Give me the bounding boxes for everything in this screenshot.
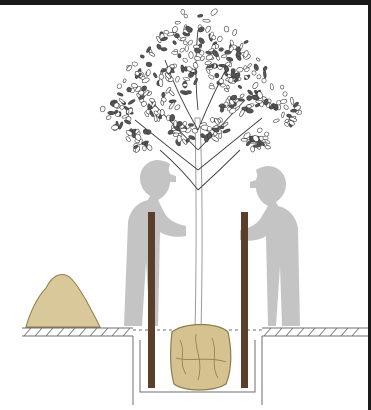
ground-hatch-mark: [275, 328, 282, 336]
frame-top-bar: [0, 0, 371, 5]
ground-hatch-mark: [352, 328, 359, 336]
ground-hatch-mark: [264, 328, 271, 336]
leaf-cluster: [144, 92, 181, 122]
worker-right-icon: [240, 166, 300, 326]
stake-right-icon: [241, 212, 248, 388]
ground-hatching-left: [24, 328, 130, 336]
ground-hatch-mark: [330, 328, 337, 336]
ground-hatch-mark: [297, 328, 304, 336]
ground-hatch-mark: [123, 328, 130, 336]
ground-surface-right: [262, 328, 368, 336]
ground-hatch-mark: [24, 328, 31, 336]
ground-hatch-mark: [286, 328, 293, 336]
ground-hatch-mark: [46, 328, 53, 336]
ground-hatch-mark: [341, 328, 348, 336]
ground-hatching-right: [264, 328, 359, 336]
ground-hatch-mark: [90, 328, 97, 336]
ground-hatch-mark: [68, 328, 75, 336]
leaf-cluster: [100, 100, 134, 131]
root-ball-icon: [171, 325, 231, 391]
ground-hatch-mark: [308, 328, 315, 336]
tree-branch: [198, 150, 240, 190]
ground-hatch-mark: [319, 328, 326, 336]
soil-pile-icon: [26, 275, 100, 328]
ground-hatch-mark: [57, 328, 64, 336]
ground-hatch-mark: [79, 328, 86, 336]
leaf-cluster: [205, 64, 241, 93]
ground-hatch-mark: [112, 328, 119, 336]
ground-hatch-mark: [101, 328, 108, 336]
leaf-cluster: [125, 128, 153, 153]
ground-hatch-mark: [35, 328, 42, 336]
stake-left-icon: [148, 212, 155, 388]
tree-trunk: [195, 118, 202, 332]
